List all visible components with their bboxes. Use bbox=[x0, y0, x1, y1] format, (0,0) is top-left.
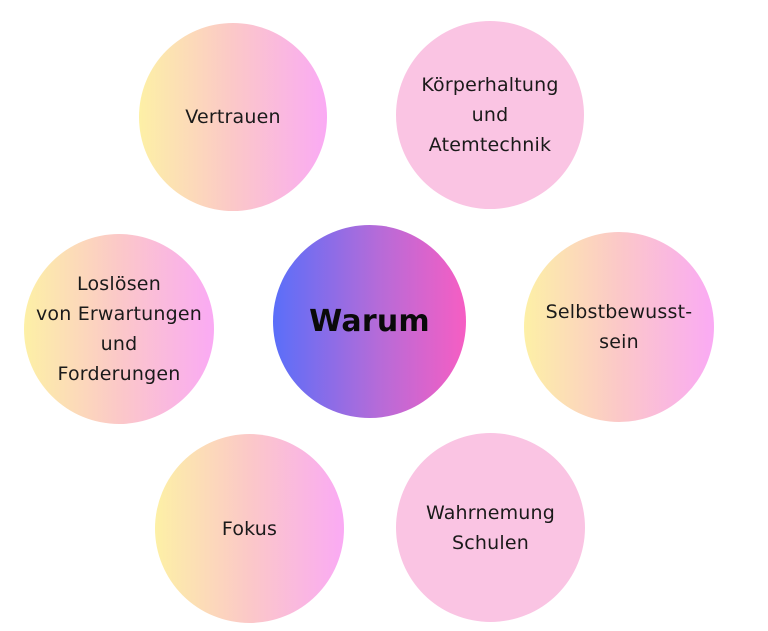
node-losloesen-line-2: von Erwartungen bbox=[35, 303, 203, 325]
node-koerperhaltung-line-1: Körperhaltung bbox=[421, 74, 559, 96]
node-vertrauen-line-1: Vertrauen bbox=[185, 106, 281, 128]
node-selbstbewusstsein-line-1: Selbstbewusst- bbox=[545, 301, 693, 323]
node-selbstbewusstsein: Selbstbewusst- sein bbox=[524, 232, 714, 422]
node-losloesen-label: Loslösen von Erwartungen und Forderungen bbox=[36, 269, 202, 389]
node-fokus-line-1: Fokus bbox=[221, 517, 278, 540]
node-fokus-label: Fokus bbox=[222, 514, 277, 544]
node-vertrauen: Vertrauen bbox=[139, 23, 327, 211]
node-koerperhaltung-line-2: und bbox=[471, 104, 509, 126]
node-losloesen: Loslösen von Erwartungen und Forderungen bbox=[24, 234, 214, 424]
center-node: Warum bbox=[273, 225, 466, 418]
node-wahrnemung: Wahrnemung Schulen bbox=[396, 433, 585, 622]
node-losloesen-line-1: Loslösen bbox=[77, 273, 161, 295]
node-selbstbewusstsein-line-2: sein bbox=[599, 331, 639, 353]
node-wahrnemung-label: Wahrnemung Schulen bbox=[426, 498, 555, 558]
node-wahrnemung-line-2: Schulen bbox=[451, 531, 529, 554]
node-koerperhaltung-line-3: Atemtechnik bbox=[428, 134, 552, 156]
node-vertrauen-label: Vertrauen bbox=[185, 102, 281, 132]
node-losloesen-line-3: und bbox=[100, 333, 138, 355]
node-koerperhaltung: Körperhaltung und Atemtechnik bbox=[396, 21, 584, 209]
node-fokus: Fokus bbox=[155, 434, 344, 623]
node-wahrnemung-line-1: Wahrnemung bbox=[425, 501, 556, 524]
center-node-label: Warum bbox=[309, 303, 430, 339]
node-koerperhaltung-label: Körperhaltung und Atemtechnik bbox=[421, 70, 558, 160]
node-selbstbewusstsein-label: Selbstbewusst- sein bbox=[546, 297, 693, 357]
node-losloesen-line-4: Forderungen bbox=[57, 363, 181, 385]
